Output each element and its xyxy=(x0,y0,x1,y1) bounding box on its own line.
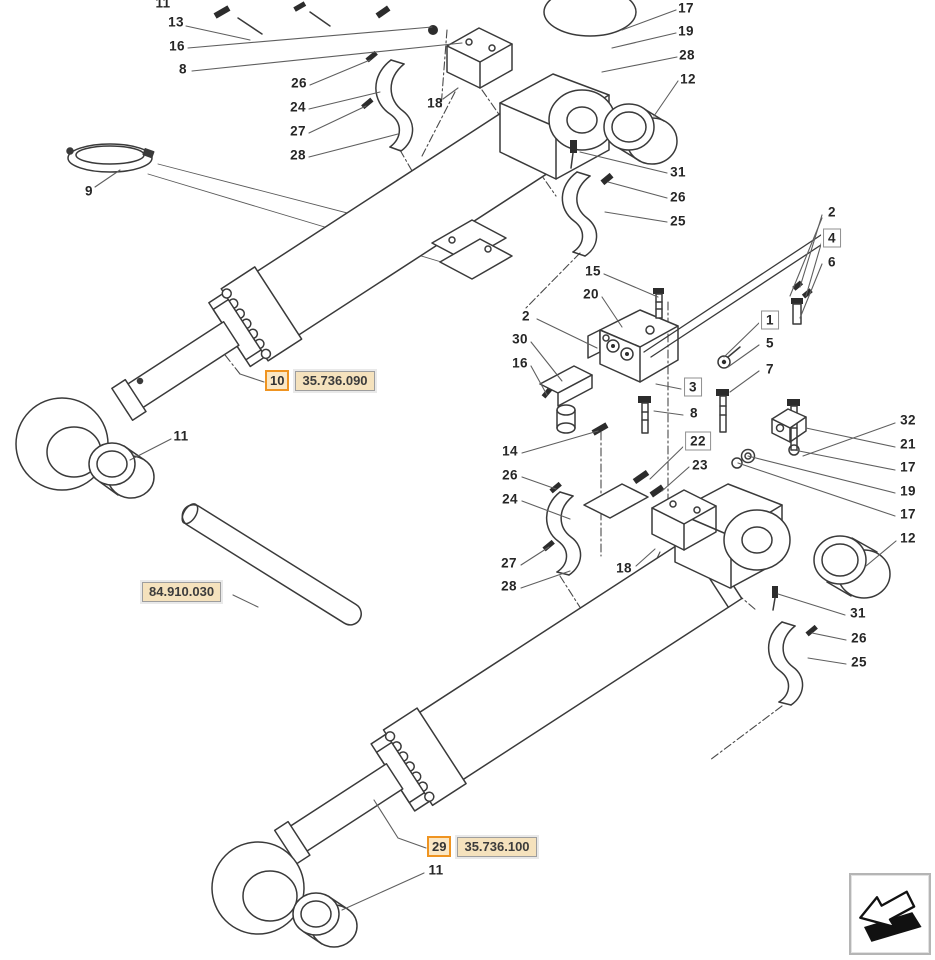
lower-cylinder-ref: 29 35.736.100 xyxy=(427,836,537,857)
rod-ref: 84.910.030 xyxy=(142,582,222,602)
item-badge-upper[interactable]: 10 xyxy=(265,370,290,391)
fasteners xyxy=(213,1,818,637)
part-number-rod[interactable]: 84.910.030 xyxy=(142,582,222,602)
figure-nav-button[interactable] xyxy=(849,873,931,955)
lower-clamps xyxy=(545,483,804,706)
upper-cylinder xyxy=(15,73,678,499)
page-arrow-icon xyxy=(859,890,922,942)
part-number-upper[interactable]: 35.736.090 xyxy=(295,370,375,391)
snap-ring xyxy=(66,143,155,173)
lower-cylinder xyxy=(211,483,891,948)
valve-assembly xyxy=(539,232,831,469)
part-number-lower[interactable]: 35.736.100 xyxy=(457,836,537,857)
upper-clamps xyxy=(375,27,598,280)
upper-cylinder-ref: 10 35.736.090 xyxy=(265,370,375,391)
item-badge-lower[interactable]: 29 xyxy=(427,836,452,857)
piston-rod xyxy=(181,503,362,626)
leader-lines xyxy=(94,9,897,911)
